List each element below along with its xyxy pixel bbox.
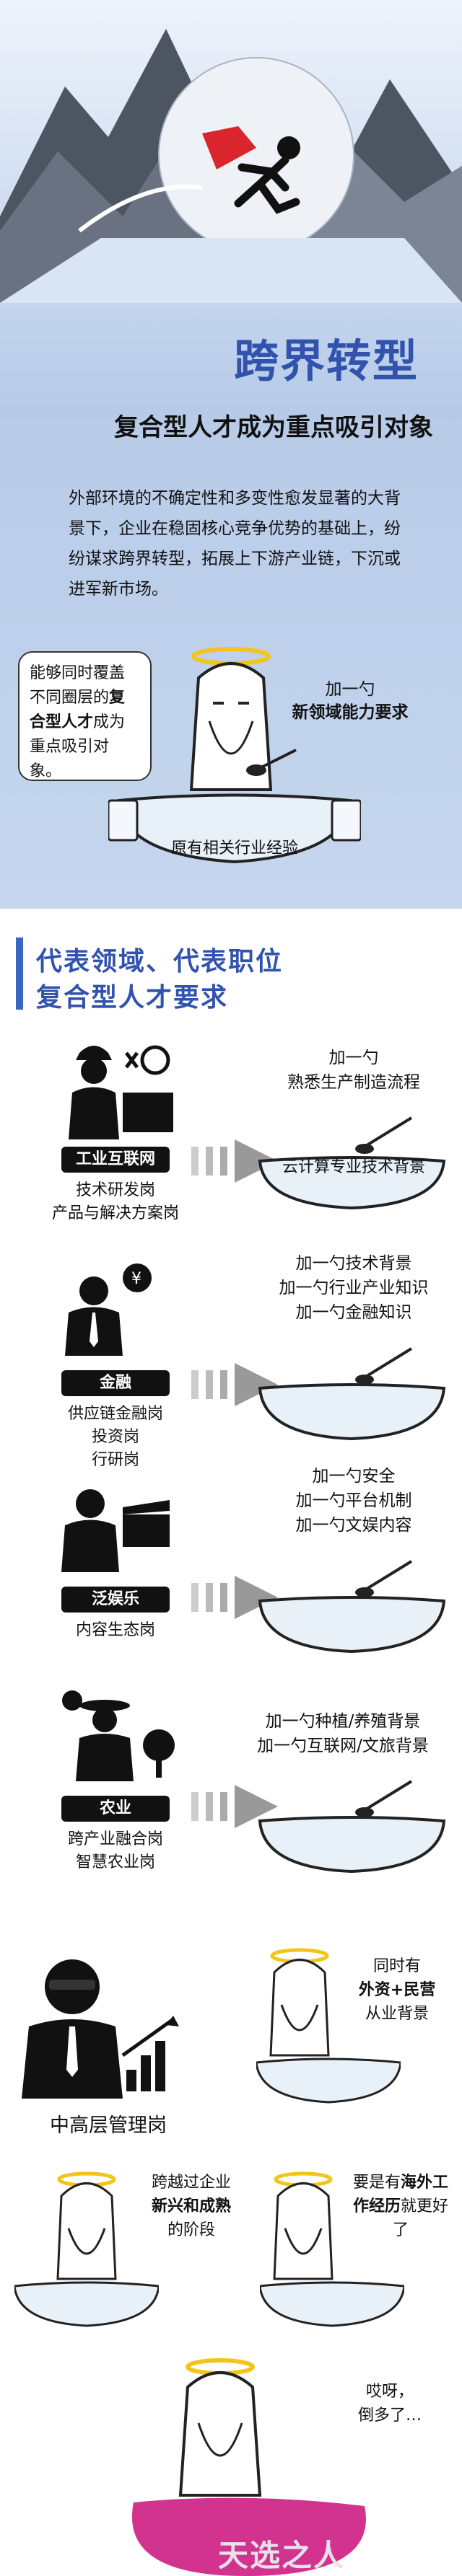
domain-roles-agriculture: 跨产业融合岗 智慧农业岗 — [36, 1828, 195, 1874]
bowl-note-entertainment: 加一勺安全 加一勺平台机制 加一勺文娱内容 — [274, 1464, 433, 1538]
note-line: 要是有 — [352, 2174, 401, 2192]
management-label: 中高层管理岗 — [50, 2114, 167, 2137]
note-line-bold: 外资+民营 — [358, 1981, 436, 1999]
role-item: 内容生态岗 — [75, 1621, 155, 1639]
note-line: 加一勺种植/养殖背景 — [265, 1712, 421, 1731]
page-title: 跨界转型 — [233, 335, 419, 387]
industrial-internet-icon — [69, 1045, 173, 1139]
spoon-note-line2: 新领域能力要求 — [292, 703, 409, 722]
arrow-right-icon — [191, 1139, 278, 1183]
domain-label-agriculture: 农业 — [61, 1796, 170, 1822]
spoon-note-line1: 加一勺 — [325, 680, 375, 699]
section-heading-line1: 代表领域、代表职位 — [36, 947, 284, 976]
domain-label-entertainment: 泛娱乐 — [61, 1587, 170, 1613]
arrow-right-icon — [191, 1363, 278, 1406]
role-item: 供应链金融岗 — [67, 1405, 163, 1423]
domain-label-finance: 金融 — [61, 1370, 170, 1396]
note-line: 倒多了… — [357, 2407, 422, 2425]
bubble-text-prefix: 能够同时覆盖不同圈层的 — [30, 664, 126, 707]
note-line: 加一勺平台机制 — [295, 1491, 412, 1510]
chosen-one-stamp: 天选之人 — [217, 2538, 345, 2573]
side-note-3: 要是有海外工作经历就更好了 — [346, 2171, 455, 2242]
intro-paragraph: 外部环境的不确定性和多变性愈发显著的大背景下，企业在稳固核心竞争优势的基础上，纷… — [69, 489, 401, 599]
bubble-text-suffix: 成为重点吸引对象。 — [30, 713, 126, 780]
note-line: 加一勺技术背景 — [295, 1254, 412, 1273]
heading-accent-bar — [16, 938, 23, 1010]
hero-bowl-label: 原有相关行业经验 — [170, 839, 298, 857]
finance-icon: ¥ — [65, 1263, 152, 1356]
role-item: 行研岗 — [91, 1451, 139, 1469]
speech-bubble: 能够同时覆盖不同圈层的复合型人才成为重点吸引对象。 — [18, 651, 152, 781]
overflowing-bowl-illustration — [131, 2358, 366, 2576]
bowl-note-finance: 加一勺技术背景 加一勺行业产业知识 加一勺金融知识 — [274, 1251, 433, 1325]
role-item: 投资岗 — [91, 1428, 139, 1446]
domain-roles-entertainment: 内容生态岗 — [36, 1619, 195, 1642]
page-subtitle: 复合型人才成为重点吸引对象 — [114, 413, 433, 442]
mountain-scene-illustration — [0, 29, 462, 303]
entertainment-icon — [61, 1489, 170, 1572]
note-line: 加一勺 — [328, 1049, 379, 1067]
final-note: 哎呀， 倒多了… — [339, 2380, 440, 2427]
note-line: 加一勺金融知识 — [295, 1303, 412, 1322]
sage-bowl-small-2 — [14, 2171, 159, 2327]
note-line: 熟悉生产制造流程 — [287, 1073, 420, 1092]
domain-label-industrial: 工业互联网 — [61, 1147, 170, 1173]
role-item: 跨产业融合岗 — [67, 1830, 163, 1848]
note-line: 从业背景 — [365, 2005, 429, 2023]
arrow-right-icon — [191, 1576, 278, 1619]
note-line-bold: 海外工作经历 — [352, 2174, 449, 2215]
role-item: 产品与解决方案岗 — [51, 1204, 179, 1222]
note-line: 哎呀， — [365, 2383, 414, 2401]
domain-roles-finance: 供应链金融岗 投资岗 行研岗 — [36, 1403, 195, 1472]
role-item: 技术研发岗 — [75, 1181, 155, 1199]
role-item: 智慧农业岗 — [75, 1853, 155, 1871]
note-line: 加一勺文娱内容 — [295, 1516, 412, 1535]
note-line: 就更好了 — [392, 2197, 449, 2239]
hero-section: 跨界转型 复合型人才成为重点吸引对象 外部环境的不确定性和多变性愈发显著的大背景… — [0, 0, 462, 909]
agriculture-icon — [62, 1690, 175, 1781]
note-line: 的阶段 — [167, 2221, 215, 2239]
note-line: 加一勺互联网/文旅背景 — [257, 1737, 429, 1755]
svg-text:¥: ¥ — [131, 1270, 141, 1288]
note-line-bold: 新兴和成熟 — [151, 2197, 231, 2215]
red-cape — [202, 126, 256, 169]
bowl-text-industrial: 云计算专业技术背景 — [282, 1158, 425, 1176]
sage-with-bowl-illustration — [108, 647, 361, 864]
arrow-right-icon — [191, 1785, 278, 1828]
bowl-note-agriculture: 加一勺种植/养殖背景 加一勺互联网/文旅背景 — [238, 1709, 448, 1758]
sage-bowl-small-1 — [256, 1948, 401, 2104]
bowl-agriculture — [258, 1780, 446, 1874]
side-note-1: 同时有 外资+民营 从业背景 — [346, 1954, 448, 2026]
note-line: 跨越过企业 — [151, 2174, 231, 2192]
bowl-industrial — [258, 1116, 446, 1210]
side-note-2: 跨越过企业 新兴和成熟 的阶段 — [141, 2171, 242, 2242]
bowl-note-industrial: 加一勺 熟悉生产制造流程 — [282, 1046, 426, 1095]
spoon-note: 加一勺 新领域能力要求 — [278, 678, 422, 724]
section-heading-line2: 复合型人才要求 — [36, 983, 229, 1013]
note-line: 加一勺行业产业知识 — [279, 1279, 429, 1297]
bowl-entertainment — [258, 1560, 446, 1654]
domain-roles-industrial: 技术研发岗 产品与解决方案岗 — [36, 1179, 195, 1225]
note-line: 加一勺安全 — [312, 1467, 396, 1486]
manager-icon — [22, 1959, 179, 2099]
bowl-finance — [258, 1347, 446, 1441]
note-line: 同时有 — [372, 1957, 421, 1975]
sage-bowl-small-3 — [260, 2171, 404, 2327]
bubble-text-bold: 复合型人才 — [30, 689, 126, 731]
